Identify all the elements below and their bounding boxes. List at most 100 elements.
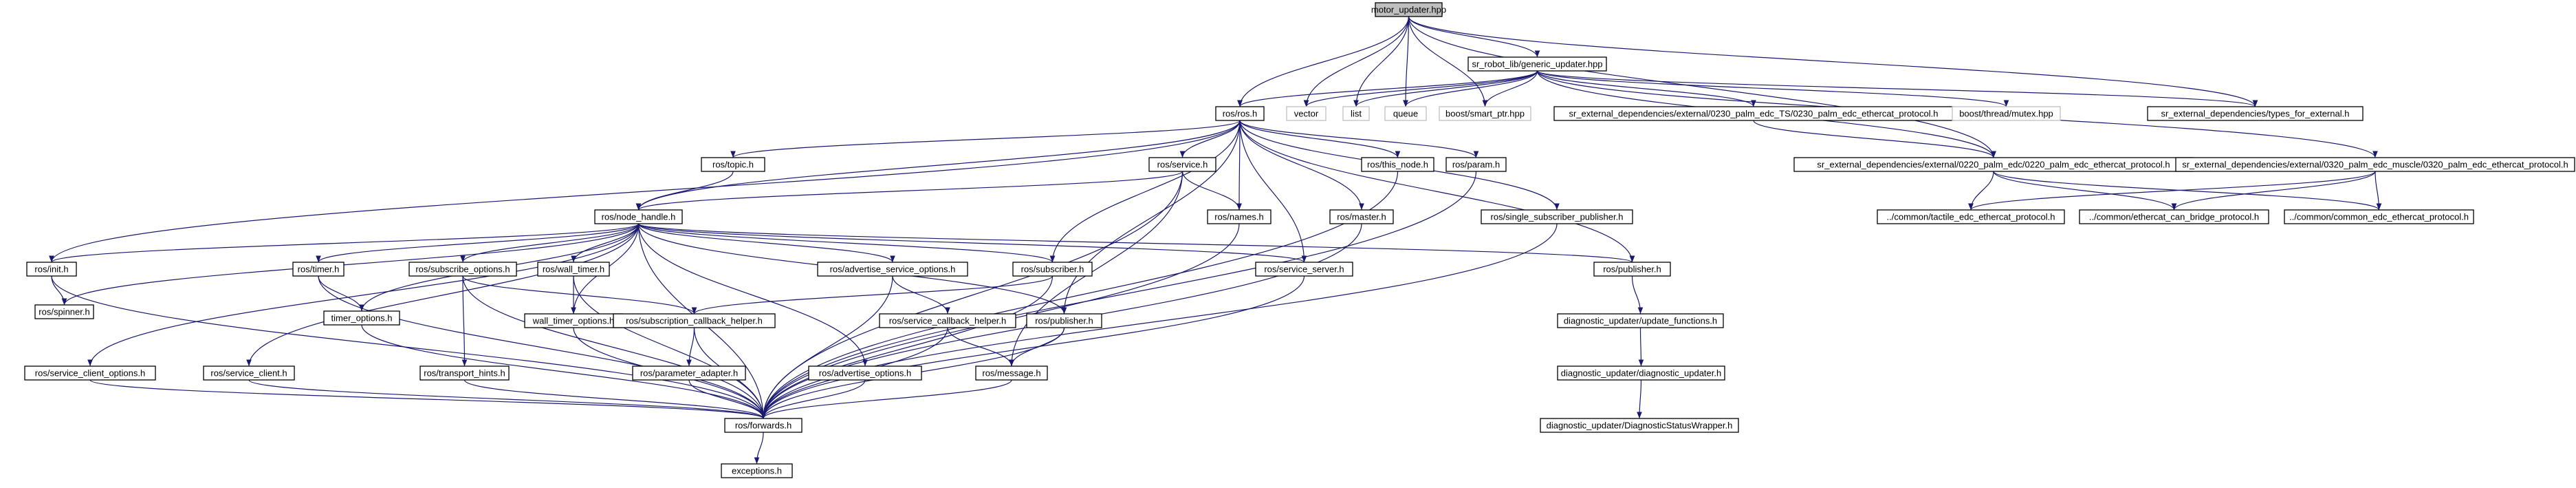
node-timer-options[interactable]: timer_options.h	[323, 310, 400, 326]
node-srv-client-options[interactable]: ros/service_client_options.h	[24, 365, 156, 381]
node-box	[26, 262, 77, 277]
node-box	[2147, 106, 2364, 121]
node-generic-updater[interactable]: sr_robot_lib/generic_updater.hpp	[1467, 56, 1607, 72]
node-transport-hints[interactable]: ros/transport_hints.h	[419, 365, 510, 381]
edge-ros-to-master	[1239, 120, 1364, 211]
node-label: wall_timer_options.h	[532, 316, 615, 326]
node-mutex[interactable]: boost/thread/mutex.hpp	[1952, 106, 2061, 121]
node-edc-0220[interactable]: sr_external_dependencies/external/0220_p…	[1793, 157, 2194, 172]
edge-node_handle-to-advertise_options	[637, 223, 868, 367]
edge-node_handle-to-subscribe_options	[460, 223, 640, 263]
node-box	[1384, 106, 1427, 121]
node-smart-ptr[interactable]: boost/smart_ptr.hpp	[1439, 106, 1531, 121]
node-service-server[interactable]: ros/service_server.h	[1255, 262, 1353, 277]
edge-ros-to-subscriber	[1049, 120, 1241, 263]
node-list[interactable]: list	[1342, 106, 1370, 121]
node-label: ros/service.h	[1157, 160, 1208, 170]
edge-this_node-to-forwards	[761, 171, 1399, 419]
node-tactile[interactable]: ../common/tactile_edc_ethercat_protocol.…	[1877, 209, 2065, 224]
edge-service_server-to-forwards	[761, 275, 1305, 419]
node-init[interactable]: ros/init.h	[26, 262, 77, 277]
node-box	[2284, 209, 2474, 224]
edge-ros-to-service_server	[1239, 120, 1307, 263]
node-label: timer_options.h	[331, 313, 393, 323]
node-box	[537, 262, 610, 277]
node-label: ros/service_callback_helper.h	[889, 316, 1007, 326]
node-wall-timer-options[interactable]: wall_timer_options.h	[524, 313, 623, 328]
node-diag-updater[interactable]: diagnostic_updater/diagnostic_updater.h	[1557, 365, 1725, 381]
edge-advertise_options-to-forwards	[761, 379, 866, 419]
edge-generic_updater-to-ros	[1237, 70, 1538, 107]
edge-service-to-message	[1009, 171, 1183, 367]
node-subscriber[interactable]: ros/subscriber.h	[1012, 262, 1093, 277]
node-subscribe-options[interactable]: ros/subscribe_options.h	[408, 262, 517, 277]
edge-ros-to-param	[1239, 120, 1479, 158]
node-param[interactable]: ros/param.h	[1445, 157, 1507, 172]
node-box	[408, 262, 517, 277]
node-label: ros/message.h	[982, 368, 1040, 379]
node-forwards[interactable]: ros/forwards.h	[724, 418, 803, 433]
node-box	[1557, 313, 1724, 328]
node-topic[interactable]: ros/topic.h	[701, 157, 765, 172]
node-service[interactable]: ros/service.h	[1148, 157, 1216, 172]
node-ros-publisher[interactable]: ros/publisher.h	[1026, 313, 1102, 328]
node-status-wrapper[interactable]: diagnostic_updater/DiagnosticStatusWrapp…	[1540, 418, 1739, 433]
edge-node_handle-to-spinner	[61, 223, 640, 306]
edge-subscriber-to-forwards	[761, 275, 1054, 419]
edge-node_handle-to-timer	[316, 223, 640, 263]
node-srv-cb-helper[interactable]: ros/service_callback_helper.h	[879, 313, 1016, 328]
node-timer[interactable]: ros/timer.h	[292, 262, 345, 277]
node-box	[1540, 418, 1739, 433]
node-label: ros/init.h	[34, 264, 68, 275]
node-queue[interactable]: queue	[1384, 106, 1427, 121]
edge-node_handle-to-wall_timer	[571, 223, 640, 263]
node-box	[24, 365, 156, 381]
node-label: sr_robot_lib/generic_updater.hpp	[1472, 59, 1602, 70]
edge-motor_updater-to-types_ext	[1408, 16, 2258, 107]
edge-parameter_adapter-to-forwards	[688, 379, 766, 419]
node-label: diagnostic_updater/diagnostic_updater.h	[1561, 368, 1721, 379]
node-ts-0230[interactable]: sr_external_dependencies/external/0230_p…	[1553, 106, 1954, 121]
node-advertise-options[interactable]: ros/advertise_options.h	[808, 365, 922, 381]
node-exceptions[interactable]: exceptions.h	[721, 463, 793, 478]
edge-ros-to-ros_publisher	[1061, 120, 1241, 315]
node-wall-timer[interactable]: ros/wall_timer.h	[537, 262, 610, 277]
node-label: vector	[1294, 109, 1319, 119]
node-parameter-adapter[interactable]: ros/parameter_adapter.h	[632, 365, 746, 381]
node-node-handle[interactable]: ros/node_handle.h	[594, 209, 683, 224]
node-common-edc[interactable]: ../common/common_edc_ethercat_protocol.h	[2284, 209, 2474, 224]
node-message[interactable]: ros/message.h	[975, 365, 1048, 381]
node-update-functions[interactable]: diagnostic_updater/update_functions.h	[1557, 313, 1724, 328]
edge-init-to-forwards	[51, 275, 766, 419]
node-spinner[interactable]: ros/spinner.h	[34, 304, 94, 319]
node-single-sub-pub[interactable]: ros/single_subscriber_publisher.h	[1481, 209, 1633, 224]
edge-edc_0220-to-common_edc	[1993, 171, 2382, 211]
node-names[interactable]: ros/names.h	[1207, 209, 1271, 224]
node-this-node[interactable]: ros/this_node.h	[1361, 157, 1434, 172]
edge-adv_srv_options-to-srv_cb_helper	[892, 275, 950, 315]
node-label: ros/node_handle.h	[602, 212, 676, 222]
edge-transport_hints-to-forwards	[463, 379, 766, 419]
edge-forwards-to-exceptions	[754, 432, 764, 465]
node-service-client[interactable]: ros/service_client.h	[203, 365, 295, 381]
node-motor-updater[interactable]: motor_updater.hpp	[1371, 2, 1446, 17]
node-sub-cb-helper[interactable]: ros/subscription_callback_helper.h	[613, 313, 776, 328]
node-vector[interactable]: vector	[1286, 106, 1327, 121]
node-box	[419, 365, 510, 381]
node-label: ros/publisher.h	[1035, 316, 1093, 326]
node-ros[interactable]: ros/ros.h	[1215, 106, 1265, 121]
node-can-bridge[interactable]: ../common/ethercat_can_bridge_protocol.h	[2079, 209, 2269, 224]
node-box	[292, 262, 345, 277]
node-box	[808, 365, 922, 381]
node-adv-srv-options[interactable]: ros/advertise_service_options.h	[817, 262, 968, 277]
node-label: ros/single_subscriber_publisher.h	[1491, 212, 1624, 222]
node-types-ext[interactable]: sr_external_dependencies/types_for_exter…	[2147, 106, 2364, 121]
edge-ros-to-node_handle	[635, 120, 1241, 211]
node-box	[1952, 106, 2061, 121]
node-master[interactable]: ros/master.h	[1329, 209, 1394, 224]
edge-ros-to-diag_publisher	[1239, 120, 1635, 263]
node-label: queue	[1393, 109, 1418, 119]
node-diag-publisher[interactable]: ros/publisher.h	[1593, 262, 1671, 277]
node-muscle-0320[interactable]: sr_external_dependencies/external/0320_p…	[2175, 157, 2575, 172]
